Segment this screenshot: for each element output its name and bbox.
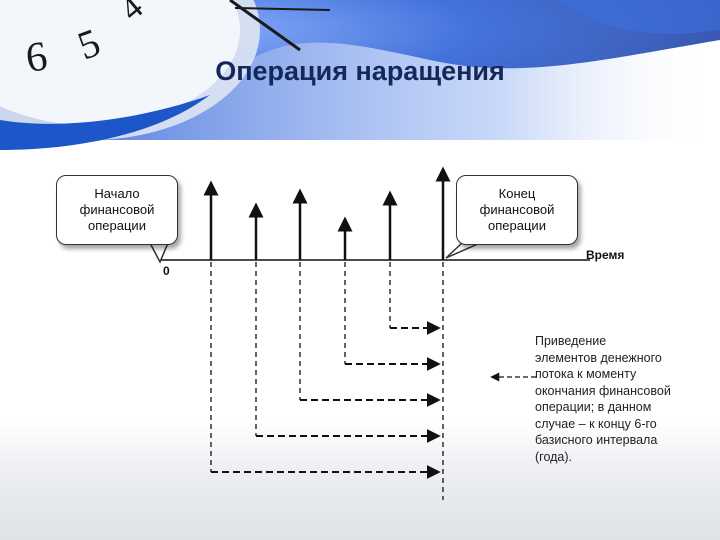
callout-tail <box>445 242 481 259</box>
callout-tail <box>149 242 169 264</box>
callout-end-of-operation: Конец финансовой операции <box>456 175 578 245</box>
clock-background-art: 6 5 4 <box>0 0 720 200</box>
slide-title: Операция наращения <box>215 56 505 86</box>
callout-start-of-operation: Начало финансовой операции <box>56 175 178 245</box>
explanation-note: Приведение элементов денежного потока к … <box>535 334 671 464</box>
axis-origin-label: 0 <box>163 264 170 278</box>
axis-time-label: Время <box>586 248 625 262</box>
